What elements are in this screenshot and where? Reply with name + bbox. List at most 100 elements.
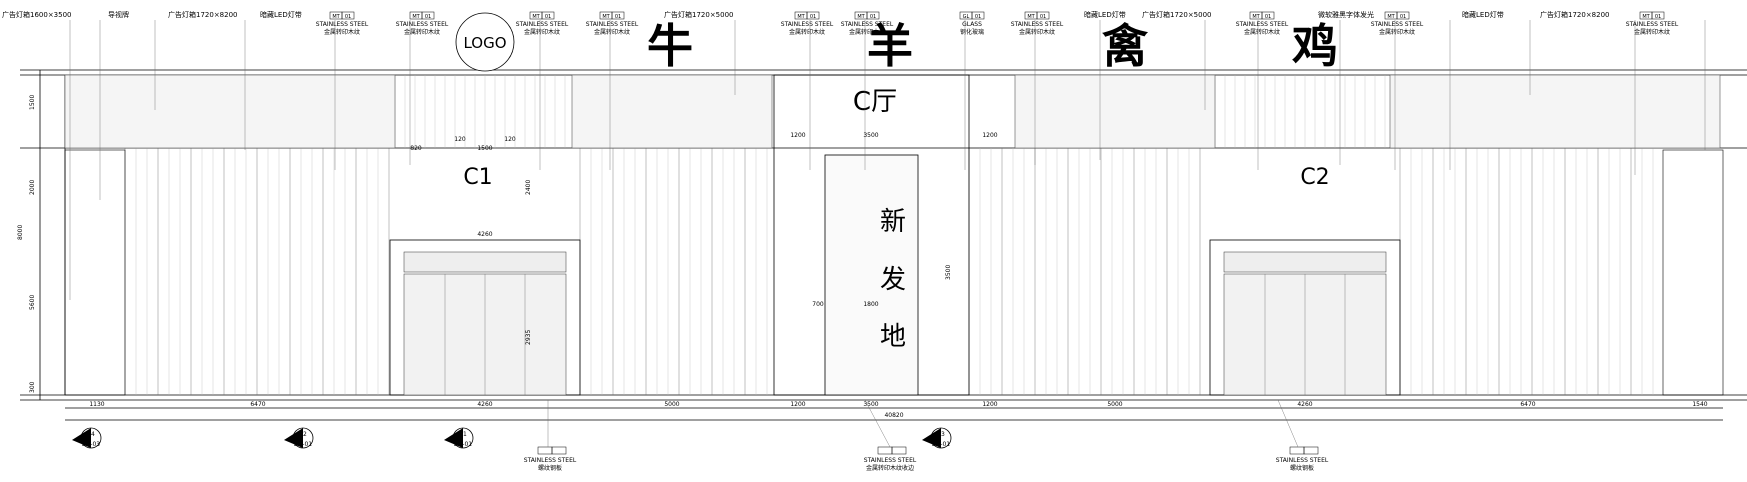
material-line2: 金属转印木纹 [789, 28, 825, 36]
right-side-frame [1662, 149, 1724, 396]
material-line2: 金属转印木纹 [1019, 28, 1055, 36]
section-mark-3: 01 DS-01 [444, 427, 474, 449]
vertical-sign-2: 发 [880, 265, 906, 295]
callout-2: 导视牌 [108, 10, 129, 19]
door-c2-transom [1223, 251, 1387, 273]
material-line2: 金属转印木纹 [1379, 28, 1415, 36]
inner-dim-1: 1200 [790, 132, 805, 139]
bottom-note-1-line1: STAINLESS STEEL [524, 457, 577, 464]
material-number: 01 [615, 14, 621, 20]
inner-dim-2: 3500 [863, 132, 878, 139]
bottom-note-1: STAINLESS STEEL 螺纹钢板 [524, 446, 577, 472]
side-dim-3: 8000 [17, 225, 24, 240]
callout-1: 广告灯箱1600×3500 [2, 10, 72, 19]
hall-label: C厅 [853, 87, 897, 117]
inner-dim-13: 700 [812, 301, 824, 308]
inner-dim-5: 120 [454, 136, 466, 143]
section-num-3: 01 [459, 431, 467, 438]
material-line2: 金属转印木纹 [324, 28, 360, 36]
material-line1: STAINLESS STEEL [841, 21, 894, 28]
material-line2: 金属转印木纹 [1244, 28, 1280, 36]
material-number: 01 [1265, 14, 1271, 20]
material-number: 01 [345, 14, 351, 20]
callout-10: 广告灯箱1720×8200 [1540, 10, 1610, 19]
section-num-2: 02 [299, 431, 307, 438]
dim-8: 5000 [1107, 401, 1122, 408]
material-line1: STAINLESS STEEL [1011, 21, 1064, 28]
side-dim-5: 300 [29, 381, 36, 393]
lightbox-right [1389, 74, 1721, 149]
material-line1: STAINLESS STEEL [516, 21, 569, 28]
material-number: 01 [1400, 14, 1406, 20]
inner-dim-9: 2400 [525, 180, 532, 195]
inner-dim-10: 2935 [525, 330, 532, 345]
dim-3: 4260 [477, 401, 492, 408]
callout-5: 广告灯箱1720×5000 [664, 10, 734, 19]
material-code: MT [1387, 14, 1395, 20]
section-mark-4: 03 DS-01 [922, 427, 952, 449]
material-code: MT [602, 14, 610, 20]
material-code: GL [963, 14, 970, 20]
lightbox-center-left [571, 74, 773, 149]
side-dim-4: 5600 [29, 295, 36, 310]
bottom-note-3-line2: 螺纹钢板 [1290, 464, 1314, 472]
bottom-note-3-line1: STAINLESS STEEL [1276, 457, 1329, 464]
material-line2: 金属转印木纹 [849, 28, 885, 36]
sign-char-2: 羊 [867, 19, 913, 73]
central-door-panel [824, 154, 919, 396]
sign-char-4: 鸡 [1292, 19, 1338, 73]
material-line1: STAINLESS STEEL [1371, 21, 1424, 28]
section-num-1: 04 [87, 431, 95, 438]
material-line1: STAINLESS STEEL [316, 21, 369, 28]
dim-7: 1200 [982, 401, 997, 408]
inner-dim-11: 3500 [945, 265, 952, 280]
bottom-note-2-line1: STAINLESS STEEL [864, 457, 917, 464]
material-number: 01 [425, 14, 431, 20]
section-sheet-4: DS-01 [932, 441, 950, 448]
sign-char-1: 牛 [647, 19, 693, 73]
section-mark-1: 04 DS-03 [72, 427, 102, 449]
material-line1: STAINLESS STEEL [586, 21, 639, 28]
callout-3: 广告灯箱1720×8200 [168, 10, 238, 19]
callout-8: 微软雅黑字体发光 [1318, 10, 1374, 19]
callout-4: 暗藏LED灯带 [260, 10, 302, 19]
dim-10: 6470 [1520, 401, 1535, 408]
callout-7: 广告灯箱1720×5000 [1142, 10, 1212, 19]
bottom-note-2-line2: 金属转印木纹收边 [866, 464, 914, 472]
wall-panels [124, 75, 1654, 395]
inner-dim-8: 4260 [477, 231, 492, 238]
material-number: 01 [545, 14, 551, 20]
vertical-sign-1: 新 [880, 207, 906, 237]
material-code: MT [1642, 14, 1650, 20]
lightbox-center-right [1014, 74, 1216, 149]
inner-dim-3: 1200 [982, 132, 997, 139]
material-line1: STAINLESS STEEL [1236, 21, 1289, 28]
material-number: 01 [1040, 14, 1046, 20]
material-number: 01 [1655, 14, 1661, 20]
material-line2: 金属转印木纹 [524, 28, 560, 36]
left-side-frame [64, 149, 126, 396]
material-number: 01 [870, 14, 876, 20]
section-sheet-3: DS-01 [454, 441, 472, 448]
door-c2-label: C2 [1300, 165, 1329, 190]
leader-lines [69, 20, 1706, 300]
inner-dim-6: 1500 [477, 145, 492, 152]
logo-circle [455, 12, 515, 72]
material-code: MT [1027, 14, 1035, 20]
material-line2: 金属转印木纹 [594, 28, 630, 36]
side-dim-2: 2000 [29, 180, 36, 195]
total-dim: 40820 [884, 412, 903, 419]
bottom-note-3: STAINLESS STEEL 螺纹钢板 [1276, 446, 1329, 472]
callout-9: 暗藏LED灯带 [1462, 10, 1504, 19]
door-c1-label: C1 [463, 165, 492, 190]
material-line2: 金属转印木纹 [1634, 28, 1670, 36]
material-line1: STAINLESS STEEL [396, 21, 449, 28]
